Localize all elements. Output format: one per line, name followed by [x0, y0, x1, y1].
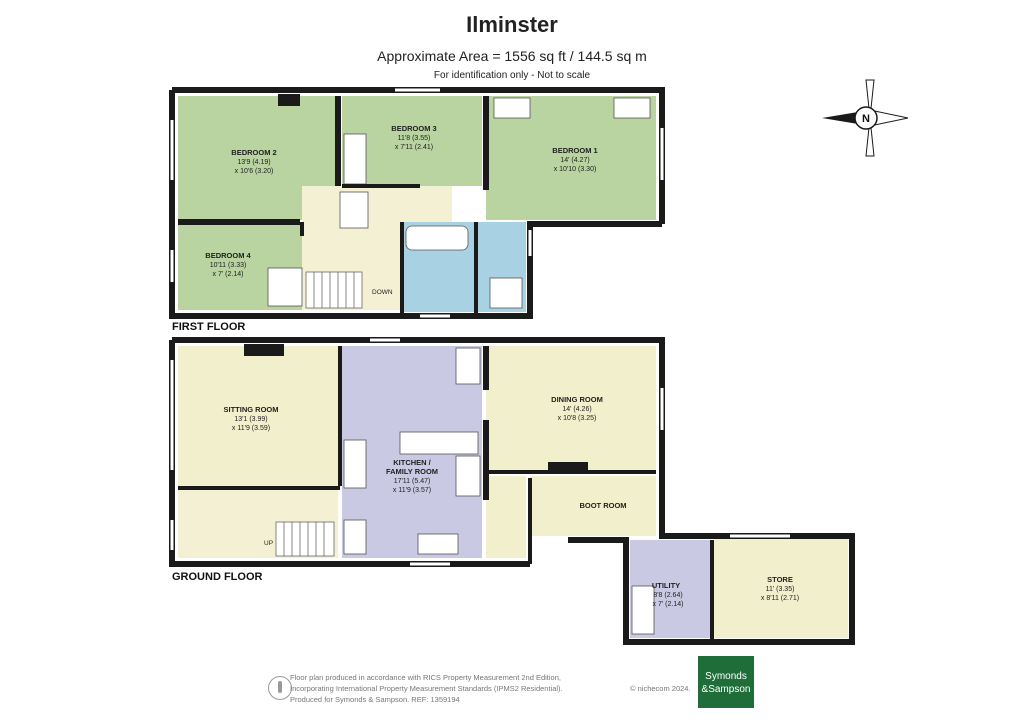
first-floor-windows	[170, 88, 664, 318]
bedroom-2-name: BEDROOM 2	[231, 148, 276, 157]
boot-room-fill	[530, 476, 656, 536]
lobby-fill	[486, 476, 526, 558]
bedroom-3-dim1: 11'8 (3.55)	[398, 135, 431, 142]
sitting-room-dim2: x 11'9 (3.59)	[232, 425, 270, 432]
kitchen-counter	[343, 439, 367, 489]
sitting-room-fill	[178, 346, 338, 486]
first-floor-stairs	[305, 271, 363, 309]
kitchen-counter	[455, 455, 481, 497]
kitchen-dim1: 17'11 (5.47)	[394, 478, 431, 485]
footer-line-3: Produced for Symonds & Sampson. REF: 135…	[290, 695, 460, 704]
kitchen-name-line1: KITCHEN /	[393, 458, 431, 467]
chimney-breast	[278, 94, 300, 106]
cupboard	[343, 133, 367, 185]
utility-dim1: 8'8 (2.64)	[653, 592, 682, 599]
cupboard	[267, 267, 303, 307]
footer-line-1: Floor plan produced in accordance with R…	[290, 673, 561, 682]
wardrobe	[613, 97, 651, 119]
footer-disclaimer: Floor plan produced in accordance with R…	[290, 672, 691, 705]
logo-line-1: Symonds	[705, 671, 747, 682]
bedroom-1-dim1: 14' (4.27)	[560, 157, 589, 164]
shower	[489, 277, 523, 309]
bedroom-1-dim2: x 10'10 (3.30)	[554, 166, 597, 173]
stairs-down-label: DOWN	[372, 289, 393, 296]
dining-room-name: DINING ROOM	[551, 395, 603, 404]
kitchen-island	[399, 431, 479, 455]
store-name: STORE	[767, 575, 793, 584]
compass-icon: N	[822, 79, 909, 157]
store-fill	[714, 534, 848, 638]
ground-floor-stairs	[275, 521, 335, 557]
kitchen-sink-counter	[417, 533, 459, 555]
utility-name: UTILITY	[652, 581, 680, 590]
identification-note: For identification only - Not to scale	[433, 70, 591, 81]
ground-floor-label: GROUND FLOOR	[172, 571, 262, 583]
chimney-breast	[244, 344, 284, 356]
wardrobe	[493, 97, 531, 119]
dining-room-dim2: x 10'8 (3.25)	[558, 415, 597, 422]
footer-line-2: Incorporating International Property Mea…	[290, 684, 563, 693]
first-floor-label: FIRST FLOOR	[172, 321, 245, 333]
store-dim2: x 8'11 (2.71)	[761, 595, 799, 602]
bedroom-2-dim1: 13'9 (4.19)	[237, 159, 270, 166]
ground-floor-windows	[170, 338, 790, 566]
utility-dim2: x 7' (2.14)	[653, 601, 684, 608]
cupboard	[339, 191, 369, 229]
store-cupboard	[455, 347, 481, 385]
logo-line-2: &Sampson	[701, 684, 751, 695]
ipms-person-icon	[268, 676, 292, 700]
bedroom-2-dim2: x 10'6 (3.20)	[235, 168, 274, 175]
first-floor: BEDROOM 2 13'9 (4.19) x 10'6 (3.20) BEDR…	[169, 87, 665, 333]
bath	[405, 225, 469, 251]
bedroom-4-dim1: 10'11 (3.33)	[210, 262, 247, 269]
bedroom-1-name: BEDROOM 1	[552, 146, 597, 155]
utility-counter	[631, 585, 655, 635]
ground-floor: SITTING ROOM 13'1 (3.99) x 11'9 (3.59) K…	[169, 94, 855, 645]
stairs-up-label: UP	[264, 540, 273, 547]
cupboard	[343, 519, 367, 555]
compass-north-label: N	[862, 113, 870, 125]
bedroom-3-dim2: x 7'11 (2.41)	[395, 144, 433, 151]
approximate-area: Approximate Area = 1556 sq ft / 144.5 sq…	[377, 48, 647, 64]
kitchen-name-line2: FAMILY ROOM	[386, 467, 438, 476]
bedroom-4-dim2: x 7' (2.14)	[213, 271, 244, 278]
dining-room-fill	[486, 346, 656, 470]
agent-logo: Symonds &Sampson	[698, 656, 754, 708]
boot-room-name: BOOT ROOM	[579, 501, 626, 510]
bedroom-3-name: BEDROOM 3	[391, 124, 436, 133]
footer-copyright: © nichecom 2024.	[630, 684, 691, 693]
dining-room-dim1: 14' (4.26)	[562, 406, 591, 413]
store-dim1: 11' (3.35)	[766, 586, 795, 593]
sitting-room-name: SITTING ROOM	[224, 405, 279, 414]
bedroom-4-name: BEDROOM 4	[205, 251, 251, 260]
plan-title: Ilminster	[466, 12, 558, 37]
kitchen-dim2: x 11'9 (3.57)	[393, 487, 431, 494]
sitting-room-dim1: 13'1 (3.99)	[234, 416, 267, 423]
